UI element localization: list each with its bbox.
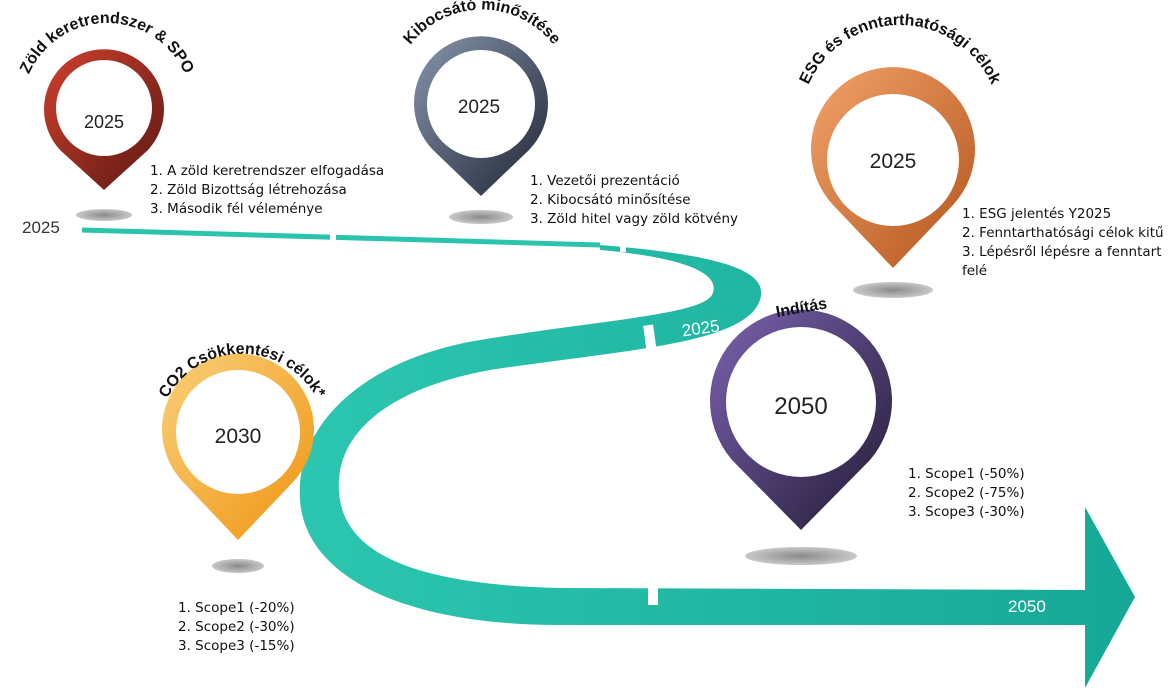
list-item: 3. Scope3 (-30%) (908, 504, 1025, 520)
pin-year-1: 2025 (84, 112, 124, 132)
list-item: 2. Scope2 (-30%) (178, 619, 295, 635)
milestone-list-1: 1. A zöld keretrendszer elfogadása 2. Zö… (150, 162, 384, 219)
list-item: 1. Vezetői prezentáció (530, 173, 680, 189)
timeline-road (81, 226, 1135, 688)
list-item: 2. Kibocsátó minősítése (530, 192, 691, 208)
list-item: 1. ESG jelentés Y2025 (962, 206, 1112, 222)
list-item: 1. Scope1 (-50%) (908, 466, 1025, 482)
road-label-mid: 2025 (681, 316, 721, 340)
list-item: 3. Scope3 (-15%) (178, 638, 295, 654)
milestone-list-5: 1. Scope1 (-50%) 2. Scope2 (-75%) 3. Sco… (908, 465, 1025, 522)
list-item: 2. Zöld Bizottság létrehozása (150, 182, 347, 198)
milestone-list-2: 1. Vezetői prezentáció 2. Kibocsátó minő… (530, 172, 738, 229)
list-item: 1. A zöld keretrendszer elfogadása (150, 163, 385, 179)
road-label-end: 2050 (1008, 597, 1046, 616)
list-item: 3. Zöld hitel vagy zöld kötvény (530, 211, 739, 227)
list-item: felé (962, 263, 988, 279)
pin-year-2: 2025 (458, 97, 500, 118)
list-item: 2. Fenntarthatósági célok kitű (962, 225, 1164, 241)
milestone-pin-4: 2030 CO2 Csökkentési célok* (156, 341, 329, 573)
pin-year-5: 2050 (774, 393, 827, 420)
list-item: 3. Második fél véleménye (150, 201, 323, 217)
timeline-start-label: 2025 (22, 218, 60, 237)
list-item: 3. Lépésről lépésre a fenntart (962, 244, 1162, 260)
milestone-list-3: 1. ESG jelentés Y2025 2. Fenntarthatóság… (962, 205, 1173, 281)
list-item: 1. Scope1 (-20%) (178, 600, 295, 616)
pin-year-4: 2030 (215, 425, 262, 448)
milestone-list-4: 1. Scope1 (-20%) 2. Scope2 (-30%) 3. Sco… (178, 599, 295, 656)
list-item: 2. Scope2 (-75%) (908, 485, 1025, 501)
milestone-pin-5: 2050 Indítás (710, 295, 892, 565)
pin-year-3: 2025 (870, 150, 917, 173)
